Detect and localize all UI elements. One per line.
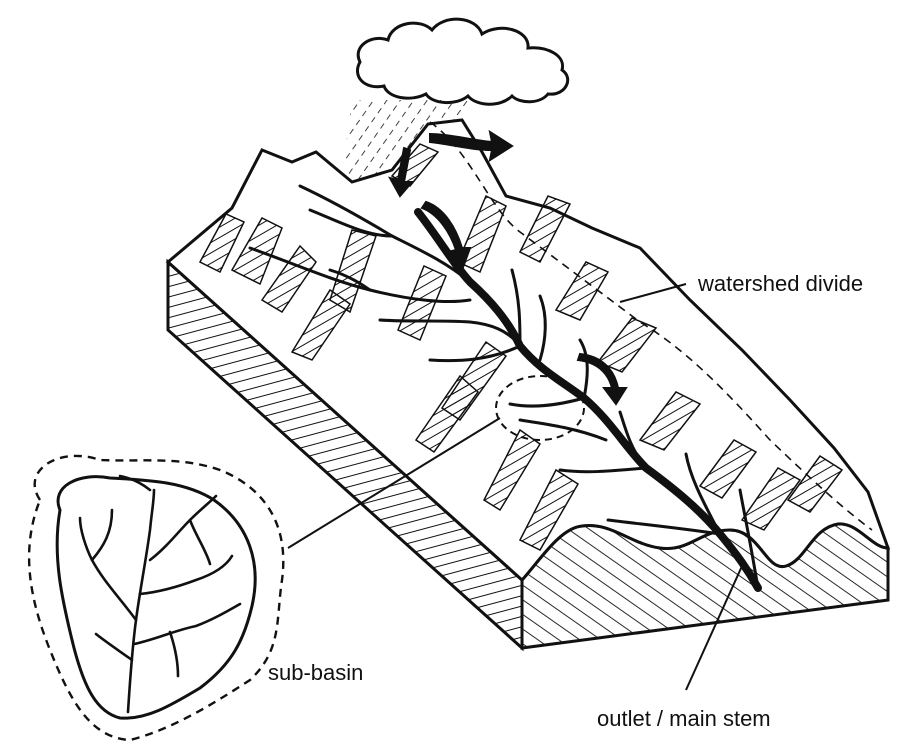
sub-basin-inner-boundary bbox=[57, 477, 255, 719]
block-front-face bbox=[522, 524, 888, 648]
label-sub-basin: sub-basin bbox=[268, 662, 363, 684]
label-watershed-divide: watershed divide bbox=[698, 273, 863, 295]
label-outlet-main-stem: outlet / main stem bbox=[597, 708, 771, 730]
cloud bbox=[357, 19, 567, 104]
